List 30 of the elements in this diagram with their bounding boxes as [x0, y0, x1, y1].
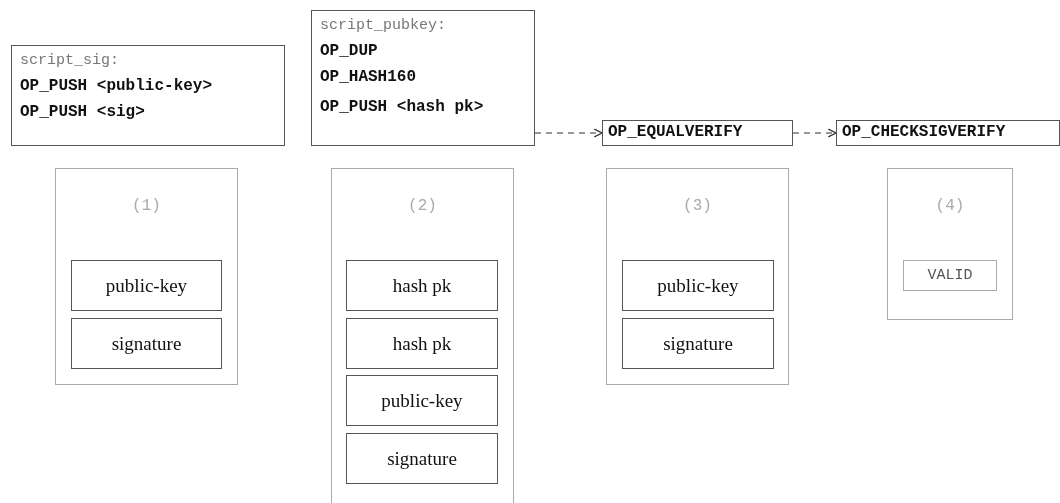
step-number: (2) [408, 197, 437, 215]
opcode-text: OP_PUSH <hash pk> [320, 98, 484, 116]
arrow [792, 128, 837, 138]
stack-item: hash pk [346, 260, 498, 311]
stack-frame [55, 168, 238, 385]
script-box [11, 45, 285, 146]
script-box [311, 10, 535, 146]
stack-item: hash pk [346, 318, 498, 369]
stack-item: public-key [71, 260, 222, 311]
stack-frame [331, 168, 514, 503]
step-number: (4) [935, 197, 965, 215]
arrow [534, 128, 603, 138]
result-box: VALID [903, 260, 997, 291]
opcode-text: OP_PUSH <public-key> [20, 77, 213, 95]
opcode-text: OP_HASH160 [320, 68, 416, 86]
stack-item: signature [622, 318, 774, 369]
script-heading: script_sig: [20, 52, 120, 69]
opcode-box: OP_CHECKSIGVERIFY [836, 120, 1060, 146]
opcode-box: OP_EQUALVERIFY [602, 120, 793, 146]
opcode-text: OP_PUSH <sig> [20, 103, 145, 121]
script-heading: script_pubkey: [320, 17, 447, 34]
step-number: (3) [683, 197, 712, 215]
stack-item: public-key [346, 375, 498, 426]
stack-frame [887, 168, 1013, 320]
opcode-text: OP_DUP [320, 42, 378, 60]
stack-frame [606, 168, 789, 385]
stack-item: signature [71, 318, 222, 369]
stack-item: public-key [622, 260, 774, 311]
step-number: (1) [132, 197, 161, 215]
stack-item: signature [346, 433, 498, 484]
